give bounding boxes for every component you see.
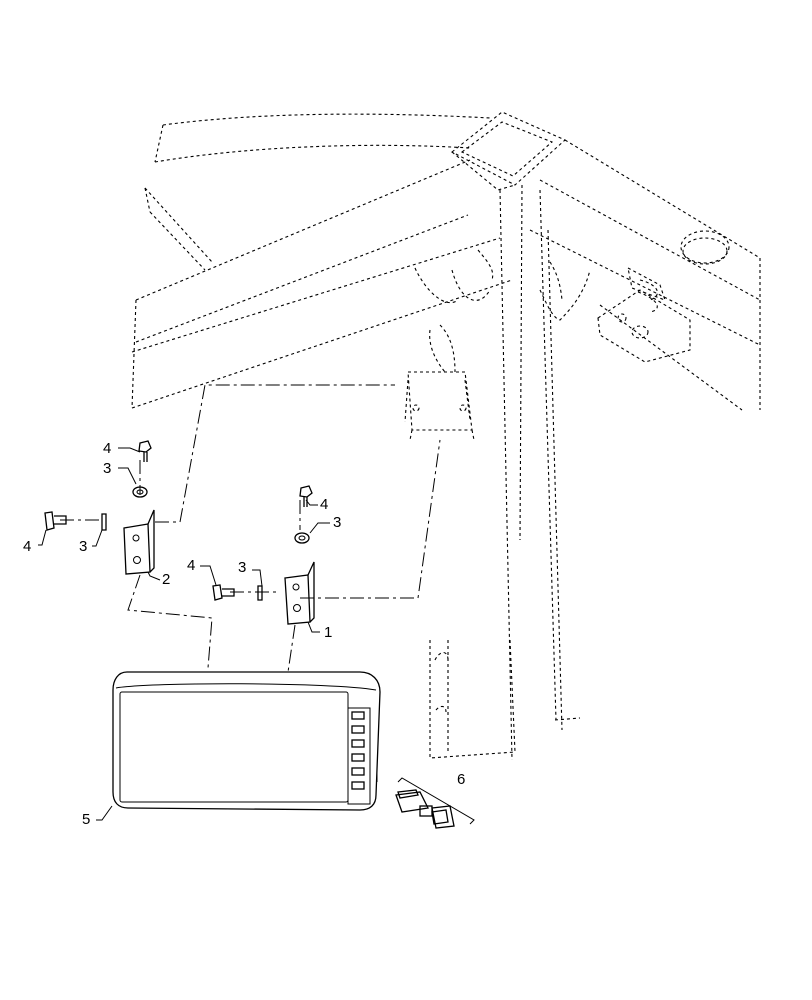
display-monitor	[112, 671, 381, 811]
callout-3-side-left: 3	[79, 538, 87, 555]
cab-frame	[131, 111, 761, 761]
callout-1: 1	[324, 624, 332, 641]
callout-4-top-left: 4	[103, 440, 111, 457]
callout-3-top-left: 3	[103, 460, 111, 477]
callout-4-top-right: 4	[320, 496, 328, 513]
alignment-lines	[60, 384, 441, 673]
bracket-right	[284, 561, 315, 625]
bolt-top-left	[138, 440, 152, 462]
bolt-side-left	[44, 511, 67, 531]
washer-top-right	[294, 532, 310, 544]
bolt-side-middle	[212, 584, 235, 601]
callout-5: 5	[82, 811, 90, 828]
connector	[395, 777, 475, 829]
bolt-top-right	[299, 485, 313, 507]
callouts: 4 3 4 3 2 4 3 4 3 1 5 6	[23, 440, 465, 828]
washer-top-left	[132, 486, 148, 498]
callout-2: 2	[162, 571, 170, 588]
callout-3-top-right: 3	[333, 514, 341, 531]
washer-side-middle	[257, 585, 263, 601]
washer-side-left	[101, 513, 107, 531]
leader-lines	[38, 447, 330, 821]
callout-6: 6	[457, 771, 465, 788]
callout-4-side-left: 4	[23, 538, 31, 555]
callout-4-side-middle: 4	[187, 557, 195, 574]
bracket-left	[123, 509, 155, 575]
callout-3-side-middle: 3	[238, 559, 246, 576]
